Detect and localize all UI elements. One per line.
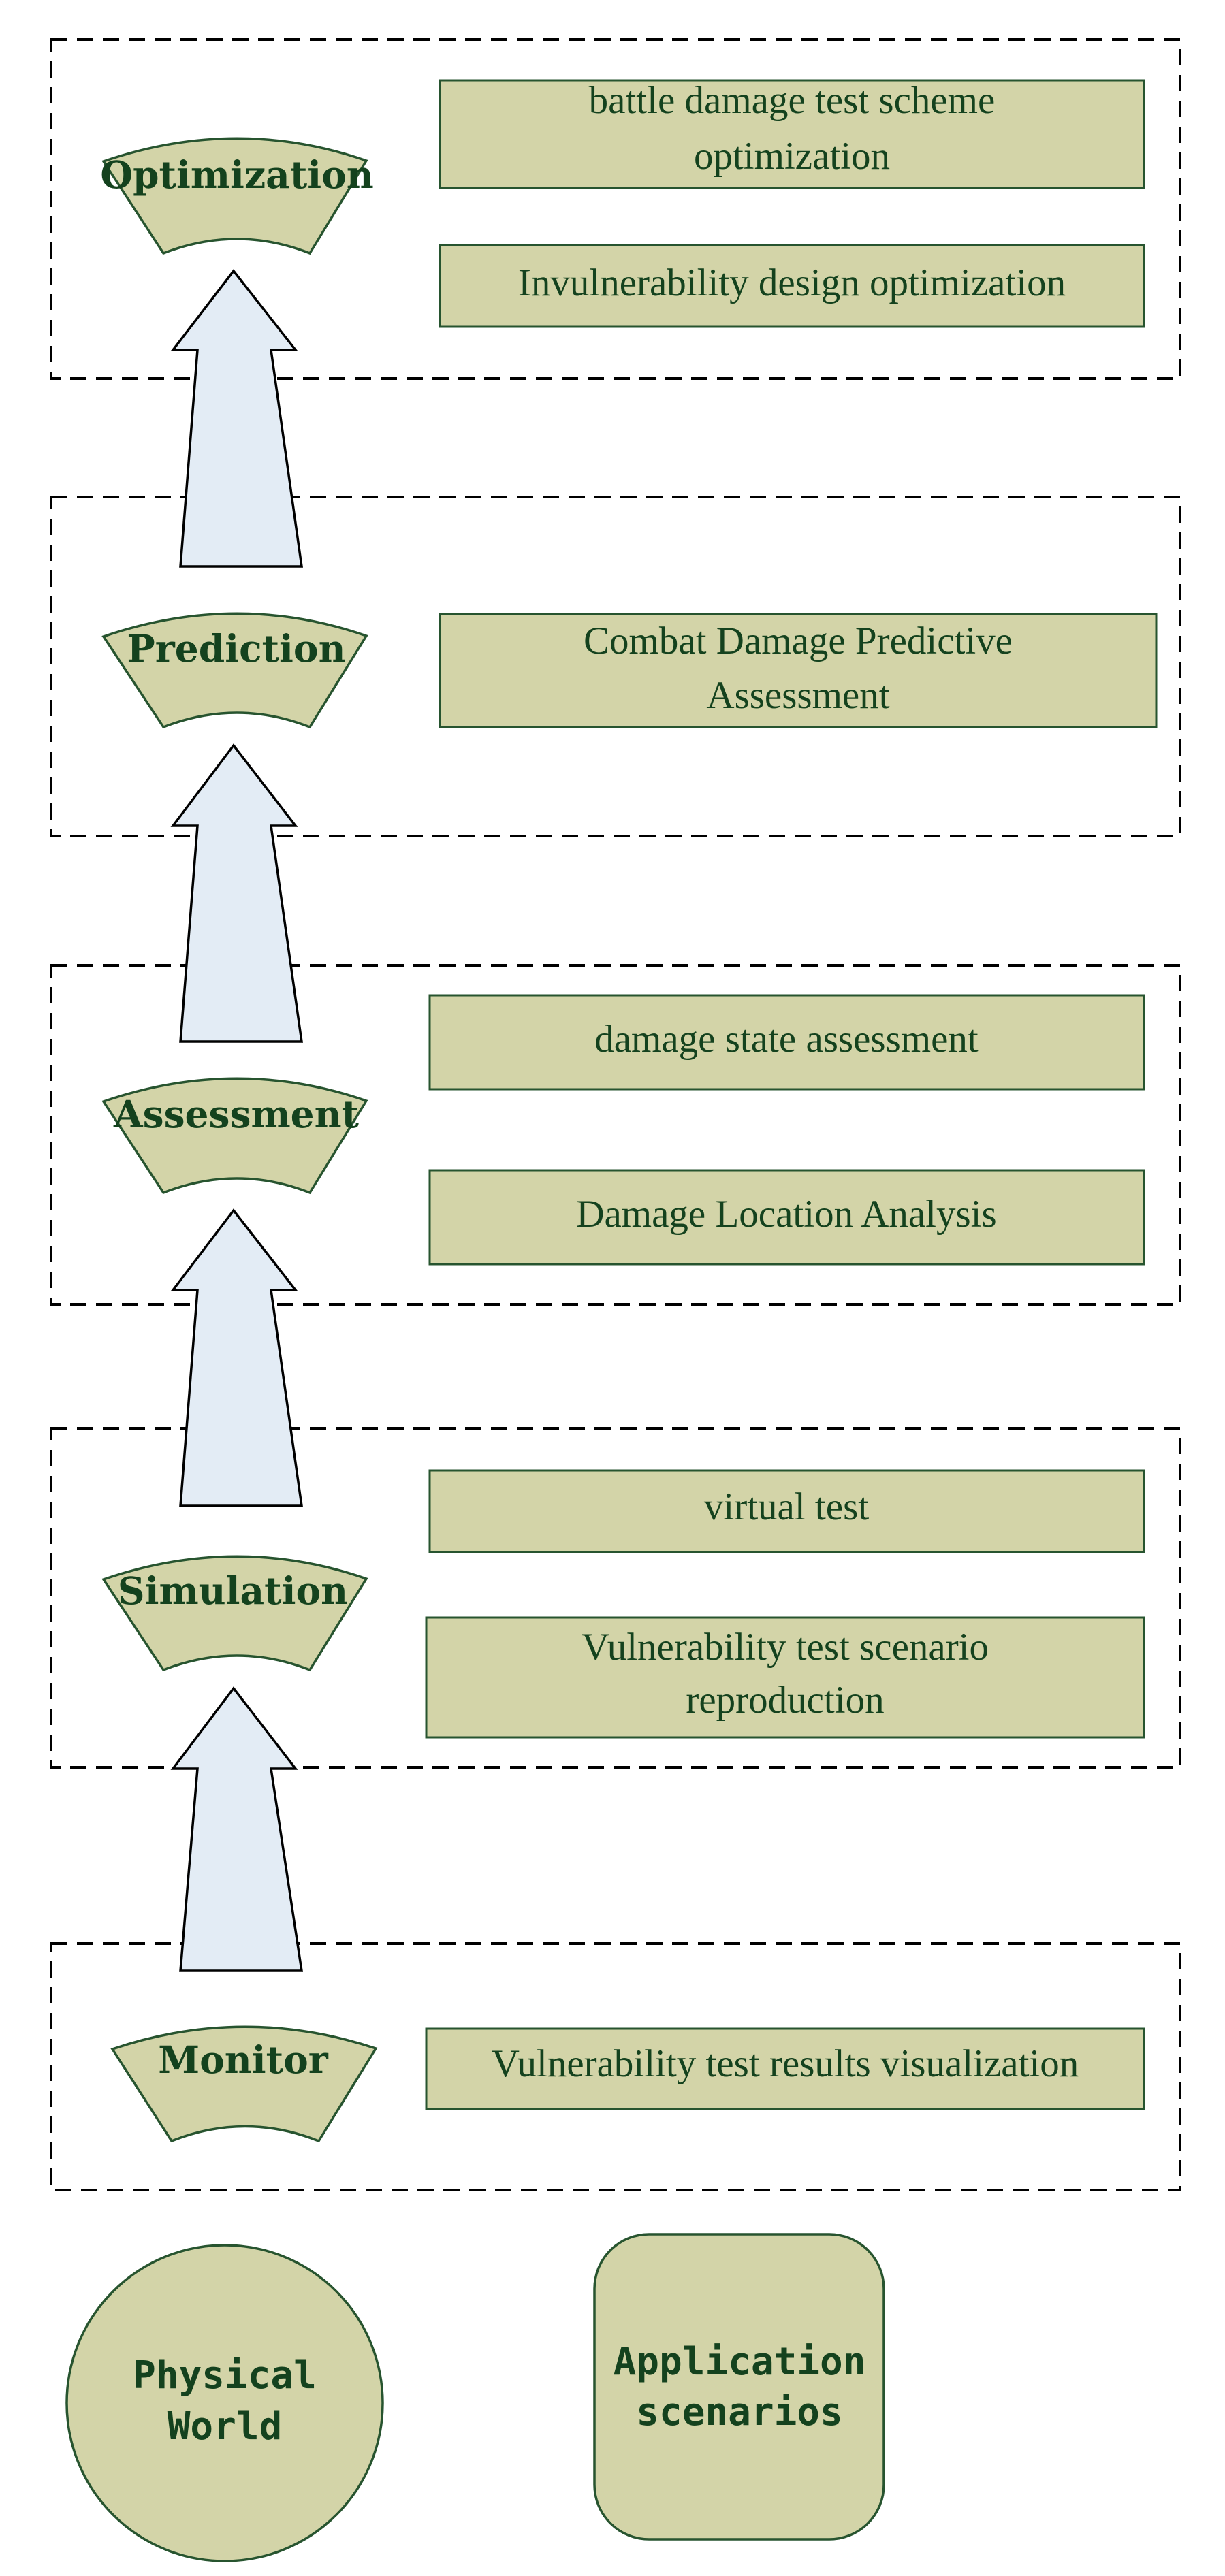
scenario-text: Assessment bbox=[706, 674, 889, 717]
legend: Physical World Application scenarios bbox=[65, 2233, 885, 2562]
scenario-text: Damage Location Analysis bbox=[576, 1193, 996, 1236]
scenario-box bbox=[428, 1469, 1145, 1553]
stage-label-monitor: Monitor bbox=[158, 2038, 329, 2082]
scenario-text: Combat Damage Predictive bbox=[584, 619, 1013, 662]
scenario-text: damage state assessment bbox=[594, 1018, 979, 1061]
legend-application-scenarios-line2: scenarios bbox=[636, 2390, 842, 2434]
frame-prediction bbox=[50, 496, 1181, 837]
legend-application-scenarios-line1: Application bbox=[614, 2340, 866, 2384]
scenario-text: Vulnerability test scenario bbox=[582, 1626, 989, 1669]
stage-frames bbox=[50, 38, 1181, 2191]
assessment-stage-icon bbox=[101, 1077, 368, 1195]
stage-icons bbox=[101, 137, 378, 2143]
scenario-text: Vulnerability test results visualization bbox=[492, 2042, 1079, 2085]
scenario-text: reproduction bbox=[686, 1679, 884, 1722]
simulation-stage-icon bbox=[101, 1555, 368, 1672]
scenario-box bbox=[439, 79, 1145, 189]
frame-monitor bbox=[50, 1942, 1181, 2191]
scenario-text: virtual test bbox=[704, 1485, 869, 1528]
legend-physical-world-line1: Physical bbox=[133, 2353, 317, 2398]
scenario-boxes bbox=[425, 79, 1158, 2110]
application-scenarios-legend-box bbox=[593, 2233, 885, 2541]
scenario-text: battle damage test scheme bbox=[589, 79, 996, 122]
monitor-stage-icon bbox=[110, 2025, 378, 2143]
arrow-up-icon bbox=[170, 1686, 304, 1972]
stage-label-assessment: Assessment bbox=[113, 1092, 360, 1136]
frame-optimization bbox=[50, 38, 1181, 380]
scenario-box bbox=[425, 2027, 1145, 2110]
arrow-up-icon bbox=[170, 269, 304, 568]
scenario-texts: battle damage test scheme optimization I… bbox=[492, 79, 1079, 2085]
scenario-text: optimization bbox=[694, 135, 890, 178]
stage-label-optimization: Optimization bbox=[100, 152, 374, 197]
arrow-up-icon bbox=[170, 1208, 304, 1507]
stage-label-simulation: Simulation bbox=[118, 1568, 348, 1613]
flow-arrows bbox=[170, 269, 304, 1972]
frame-simulation bbox=[50, 1427, 1181, 1769]
scenario-box bbox=[428, 1169, 1145, 1266]
scenario-box bbox=[439, 613, 1158, 728]
stage-labels: Optimization Prediction Assessment Simul… bbox=[100, 152, 374, 2082]
legend-physical-world-line2: World bbox=[168, 2404, 283, 2449]
scenario-box bbox=[425, 1616, 1145, 1739]
frame-assessment bbox=[50, 964, 1181, 1306]
scenario-box bbox=[439, 244, 1145, 328]
physical-world-legend-circle bbox=[65, 2244, 384, 2562]
stage-label-prediction: Prediction bbox=[127, 626, 345, 671]
optimization-stage-icon bbox=[101, 137, 368, 255]
scenario-text: Invulnerability design optimization bbox=[518, 261, 1066, 304]
scenario-box bbox=[428, 994, 1145, 1091]
arrow-up-icon bbox=[170, 743, 304, 1043]
prediction-stage-icon bbox=[101, 612, 368, 729]
